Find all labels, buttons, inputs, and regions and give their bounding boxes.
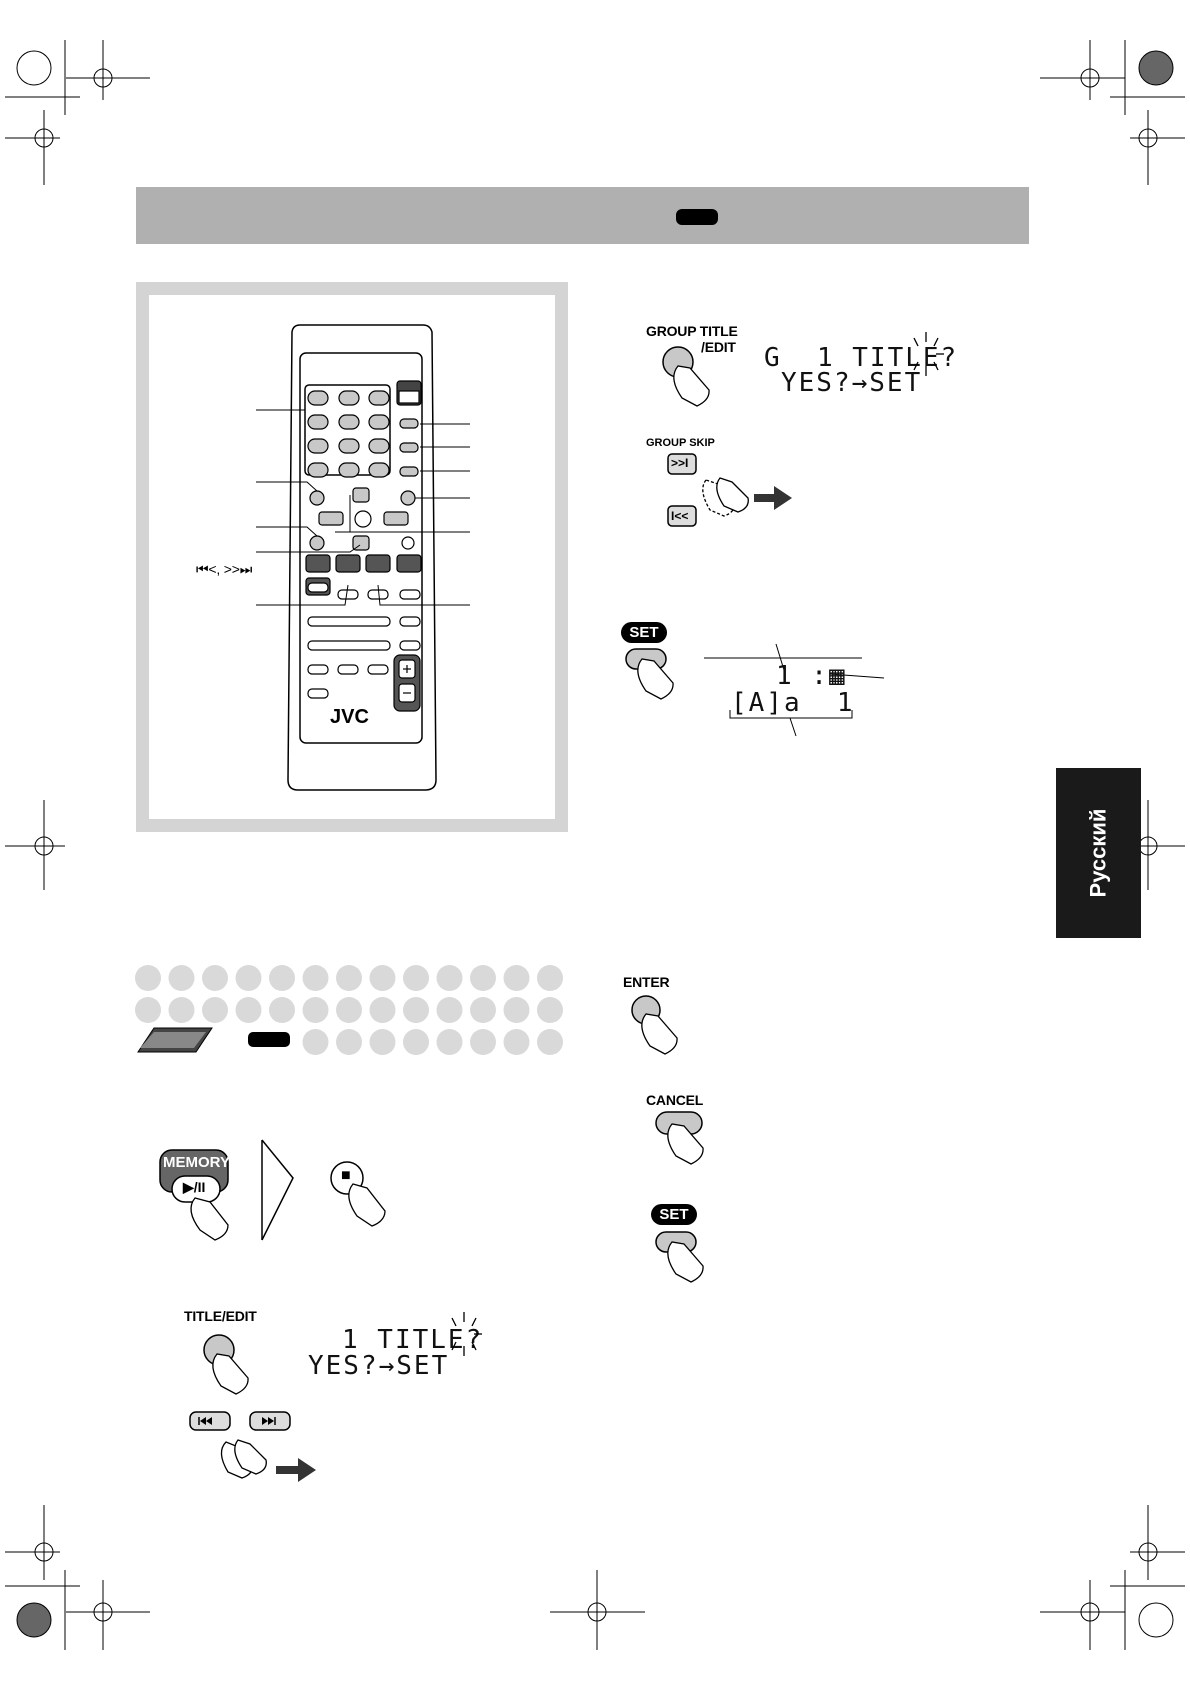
decor-dot (403, 965, 429, 991)
decor-dot (336, 1029, 362, 1055)
decor-dot (470, 997, 496, 1023)
decor-dot (403, 997, 429, 1023)
decor-dot (436, 997, 463, 1023)
section-header-band (136, 187, 1029, 244)
header-badge (676, 209, 718, 225)
decor-dot (336, 997, 362, 1023)
play-pause-label: ▶/II (183, 1179, 206, 1195)
title-edit-label: TITLE/EDIT (184, 1308, 257, 1324)
decor-dot (503, 965, 530, 991)
set-lcd-callouts (704, 643, 885, 737)
set-button-press[interactable] (620, 645, 700, 715)
language-tab (1056, 768, 1141, 938)
memory-stop-illustration (159, 1139, 386, 1241)
group-next-icon[interactable]: >>I (671, 456, 689, 470)
group-title-label-1: GROUP TITLE (646, 323, 738, 339)
remote-brand-logo: JVC (330, 706, 369, 728)
group-skip-label: GROUP SKIP (646, 437, 715, 449)
title-edit-lcd-line2: YES?→SET (308, 1351, 450, 1381)
memory-button-label[interactable]: MEMORY (163, 1154, 230, 1171)
decor-dot (369, 997, 396, 1023)
decor-dot (369, 1029, 396, 1055)
skip-buttons-label: ⏮<, >>⏭ (196, 561, 253, 577)
group-prev-icon[interactable]: I<< (671, 509, 689, 523)
badge (248, 1032, 290, 1047)
title-edit-button-press[interactable] (195, 1328, 275, 1398)
group-skip-buttons[interactable] (660, 450, 820, 540)
enter-button-press[interactable] (628, 992, 708, 1062)
cancel-label: CANCEL (646, 1092, 704, 1108)
set-button-press-2[interactable] (652, 1228, 732, 1298)
decor-dot (403, 1029, 429, 1055)
decor-dot (168, 965, 195, 991)
decor-dot (168, 997, 195, 1023)
decor-dot (202, 997, 228, 1023)
decor-dot (302, 997, 329, 1023)
decor-dot (470, 965, 496, 991)
decor-dot (269, 965, 295, 991)
prev-next-buttons[interactable] (186, 1408, 336, 1498)
group-title-label-2: /EDIT (701, 339, 736, 355)
decor-dot (537, 965, 563, 991)
decor-dot (302, 1029, 329, 1055)
decor-dot (503, 997, 530, 1023)
remote-signal-icon-inner (140, 1032, 206, 1048)
stop-icon[interactable]: ■ (341, 1167, 351, 1184)
cancel-button-press[interactable] (652, 1108, 732, 1178)
decor-dot (470, 1029, 496, 1055)
decor-dot (369, 965, 396, 991)
decor-dot (503, 1029, 530, 1055)
decor-dot (336, 965, 362, 991)
decor-dot (537, 997, 563, 1023)
decor-dot (235, 965, 262, 991)
set-lcd-line2: [A]a 1 (731, 688, 855, 718)
decor-dot (436, 965, 463, 991)
decor-dot (135, 965, 161, 991)
set-pill-label: SET (621, 622, 667, 643)
blink-icon (451, 1312, 482, 1356)
decor-dot (537, 1029, 563, 1055)
decor-dot (235, 997, 262, 1023)
decor-dot (302, 965, 329, 991)
group-title-lcd-line2: YES?→SET (781, 368, 923, 398)
decor-dot (135, 997, 161, 1023)
set-lcd-line1: 1 :▦ (776, 661, 847, 691)
decor-dot (202, 965, 228, 991)
group-title-lcd-line1: G 1 TITLE? (764, 343, 959, 373)
dot-strip (135, 965, 563, 1055)
language-tab-label: Русский (1085, 808, 1111, 898)
blink-icon (913, 332, 944, 376)
group-title-button-press[interactable] (656, 342, 736, 412)
enter-label: ENTER (623, 974, 670, 990)
set-pill-label-2: SET (651, 1204, 697, 1225)
decor-dot (436, 1029, 463, 1055)
decor-dot (269, 997, 295, 1023)
